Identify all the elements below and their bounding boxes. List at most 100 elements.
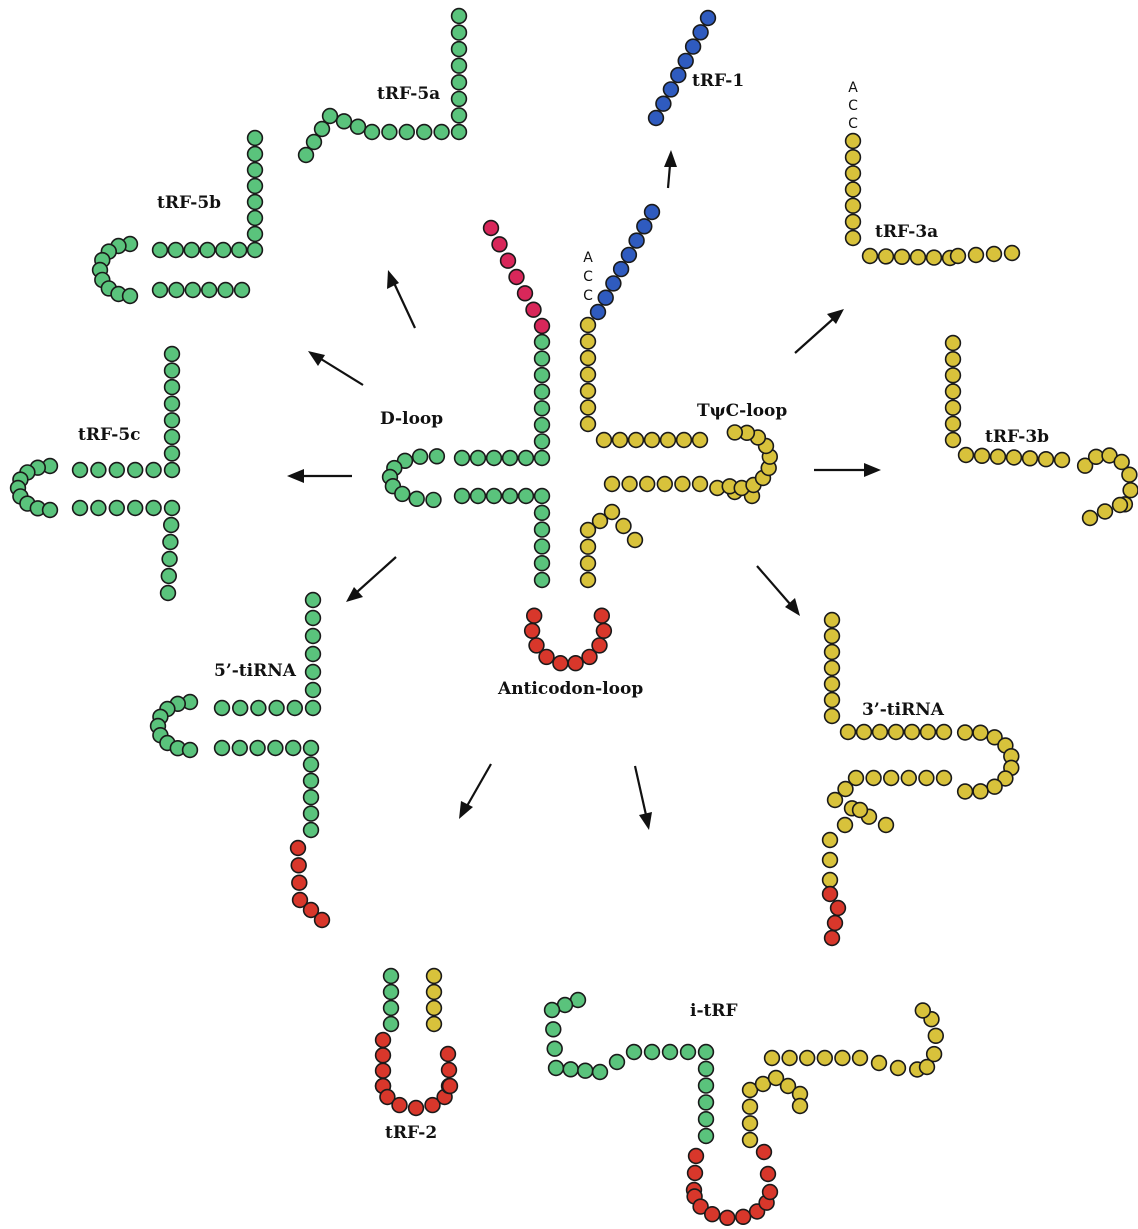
nucleotide-bead <box>579 538 597 555</box>
nucleotide-bead <box>925 1045 943 1063</box>
trf1-beads <box>647 9 717 127</box>
nucleotide-bead <box>944 399 962 416</box>
nucleotide-bead <box>408 490 425 507</box>
nucleotide-bead <box>302 772 320 789</box>
itrf-tpsic-stem <box>763 1049 907 1077</box>
nucleotide-bead <box>821 831 839 849</box>
nucleotide-bead <box>844 213 862 231</box>
nucleotide-bead <box>374 1062 392 1079</box>
nucleotide-bead <box>250 699 267 717</box>
nucleotide-bead <box>349 118 367 135</box>
nucleotide-bead <box>533 538 551 555</box>
nucleotide-bead <box>851 801 869 819</box>
nucleotide-bead <box>425 1015 443 1033</box>
nucleotide-bead <box>779 1077 797 1095</box>
trf3b-label: tRF-3b <box>985 427 1049 447</box>
nucleotide-bead <box>691 475 709 493</box>
nucleotide-bead <box>424 1096 441 1114</box>
nucleotide-bead <box>538 648 555 666</box>
nucleotide-bead <box>523 622 541 639</box>
nucleotide-bead <box>533 416 551 434</box>
nucleotide-bead <box>887 723 905 741</box>
nucleotide-bead <box>1005 449 1023 466</box>
nucleotide-bead <box>844 181 862 198</box>
nucleotide-bead <box>482 219 500 237</box>
nucleotide-bead <box>425 999 443 1017</box>
nucleotide-bead <box>844 165 862 182</box>
nucleotide-bead <box>1081 509 1099 527</box>
nucleotide-bead <box>335 113 353 130</box>
nucleotide-bead <box>363 123 381 141</box>
nucleotide-bead <box>525 301 542 318</box>
trf3b-end <box>1081 496 1129 527</box>
nucleotide-bead <box>151 241 169 259</box>
nucleotide-bead <box>1003 244 1021 262</box>
nucleotide-bead <box>302 821 320 839</box>
d-loop-label: D-loop <box>380 409 443 429</box>
nucleotide-bead <box>440 1061 458 1079</box>
nucleotide-bead <box>382 1015 400 1033</box>
center-tpsic-loop <box>721 424 778 497</box>
nucleotide-bead <box>985 245 1003 263</box>
nucleotide-bead <box>546 1040 563 1057</box>
nucleotide-bead <box>249 739 266 757</box>
nucleotide-bead <box>697 1110 715 1128</box>
nucleotide-bead <box>949 247 967 265</box>
nucleotide-bead <box>579 521 597 539</box>
nucleotide-bead <box>90 461 107 479</box>
nucleotide-bead <box>168 281 185 299</box>
nucleotide-bead <box>491 236 508 253</box>
nucleotide-bead <box>304 627 322 645</box>
nucleotide-bead <box>450 24 468 41</box>
acc-letter-a: A <box>583 250 593 266</box>
nucleotide-bead <box>162 533 179 551</box>
nucleotide-bead <box>167 241 185 259</box>
nucleotide-bead <box>163 362 181 379</box>
nucleotide-bead <box>877 248 895 265</box>
nucleotide-bead <box>692 1198 709 1215</box>
nucleotide-bead <box>781 1049 798 1067</box>
nucleotide-bead <box>533 571 551 589</box>
nucleotide-bead <box>450 40 468 58</box>
nucleotide-bead <box>1121 466 1138 483</box>
arrow-to-trf1 <box>664 150 677 189</box>
nucleotide-bead <box>232 699 249 717</box>
nucleotide-bead <box>121 287 139 305</box>
nucleotide-bead <box>861 247 879 265</box>
nucleotide-bead <box>379 1088 396 1106</box>
nucleotide-bead <box>754 1075 772 1093</box>
nucleotide-bead <box>628 232 645 249</box>
nucleotide-bead <box>302 756 320 773</box>
nucleotide-bead <box>184 281 202 299</box>
nucleotide-bead <box>1021 450 1039 467</box>
nucleotide-bead <box>159 584 177 602</box>
trf3b-loop <box>1076 447 1138 513</box>
nucleotide-bead <box>918 769 935 787</box>
nucleotide-bead <box>719 1209 736 1227</box>
nucleotide-bead <box>246 209 264 227</box>
nucleotide-bead <box>161 550 178 568</box>
itrf-right-red <box>755 1143 777 1183</box>
nucleotide-bead <box>944 431 962 449</box>
nucleotide-bead <box>967 246 985 264</box>
nucleotide-bead <box>533 317 551 335</box>
nucleotide-bead <box>844 149 862 166</box>
nucleotide-bead <box>163 499 181 517</box>
itrf-label: i-tRF <box>690 1001 738 1021</box>
trf5b-bottom <box>151 281 251 299</box>
nucleotide-bead <box>485 487 503 505</box>
nucleotide-bead <box>201 281 218 299</box>
nucleotide-bead <box>508 268 525 286</box>
nucleotide-bead <box>163 395 181 412</box>
nucleotide-bead <box>552 654 569 672</box>
nucleotide-bead <box>726 424 743 441</box>
nucleotide-bead <box>199 241 216 259</box>
nucleotide-bead <box>593 607 610 624</box>
nucleotide-bead <box>844 229 862 247</box>
nucleotide-bead <box>677 52 694 70</box>
nucleotide-bead <box>823 627 841 645</box>
nucleotide-bead <box>889 1059 907 1077</box>
nucleotide-bead <box>291 874 308 891</box>
nucleotide-bead <box>90 499 107 517</box>
arrow-to-tirna3 <box>756 565 800 616</box>
